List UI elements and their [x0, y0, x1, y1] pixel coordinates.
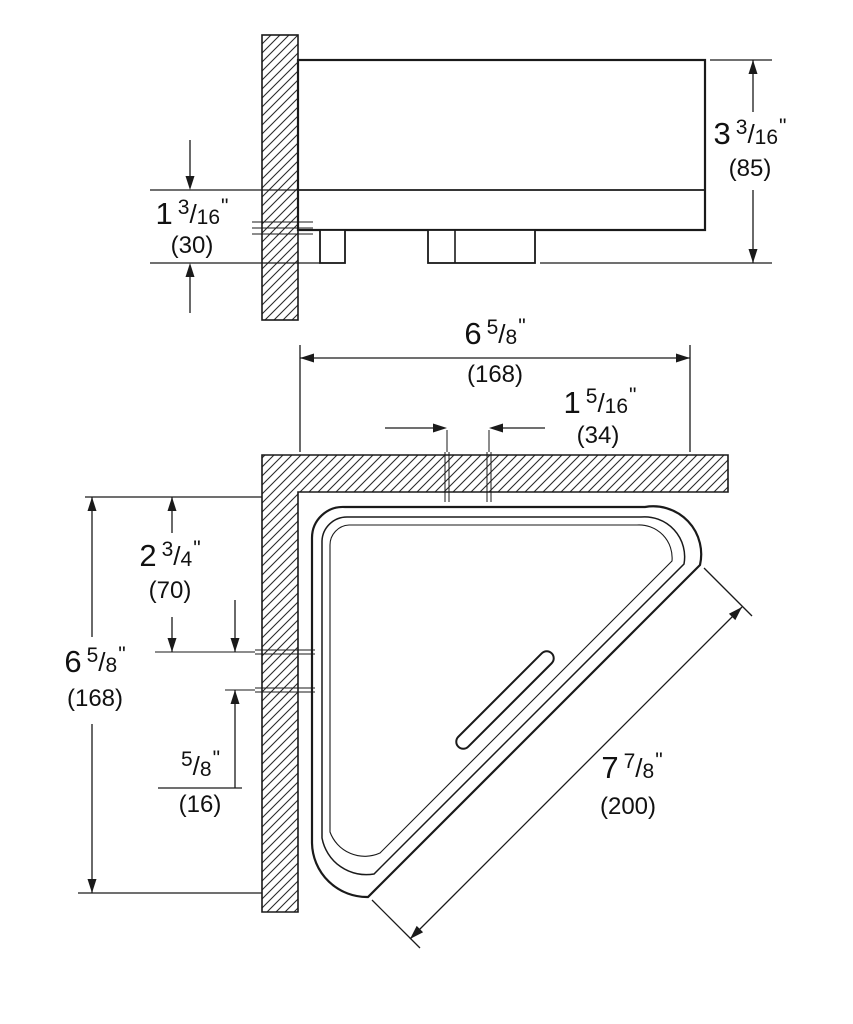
dim-depth: [78, 497, 262, 894]
arrow-down-icon: [167, 638, 177, 652]
dim-whole: 1: [563, 385, 581, 420]
dim-denominator: 8: [505, 326, 518, 349]
arrow-down-icon: [185, 176, 195, 190]
arrow-up-right-icon: [728, 607, 742, 621]
label-bracket-mm: (16): [178, 791, 222, 818]
label-depth-mm: (168): [66, 685, 124, 712]
mount-foot-right: [427, 229, 536, 264]
fraction-slash: /: [98, 647, 106, 677]
dim-whole: 2: [139, 538, 157, 573]
side-view: [252, 34, 707, 321]
wall-section-side: [261, 34, 299, 321]
inch-mark: ": [518, 315, 526, 338]
dim-numerator: 5: [585, 385, 598, 408]
fraction-slash: /: [747, 119, 755, 149]
dim-numerator: 3: [735, 116, 748, 139]
dim-numerator: 7: [623, 750, 636, 773]
dim-whole: 6: [64, 644, 82, 679]
dim-denominator: 8: [105, 654, 118, 677]
arrow-up-icon: [185, 263, 195, 277]
screw-marks-top-wall: [444, 430, 492, 502]
dim-numerator: 5: [86, 644, 99, 667]
dim-side-height: [540, 59, 772, 264]
label-diagonal-mm: (200): [599, 793, 657, 820]
arrow-down-icon: [230, 638, 240, 652]
plan-view: [150, 430, 729, 913]
dim-denominator: 16: [196, 206, 221, 229]
dim-numerator: 5: [486, 316, 499, 339]
label-top-offset-mm: (70): [148, 577, 192, 604]
inch-mark: ": [779, 115, 787, 138]
dim-whole: 6: [464, 316, 482, 351]
dim-numerator: 3: [177, 196, 190, 219]
dim-whole: 1: [155, 196, 173, 231]
arrow-up-icon: [748, 60, 758, 74]
dim-diagonal: [371, 567, 753, 949]
inch-mark: ": [193, 537, 201, 560]
arrow-down-icon: [748, 249, 758, 263]
fraction-slash: /: [498, 319, 506, 349]
arrow-up-icon: [87, 497, 97, 511]
dim-denominator: 16: [754, 126, 779, 149]
inch-mark: ": [629, 384, 637, 407]
dim-top-offset: [85, 496, 262, 652]
dim-side-offset: [150, 140, 320, 313]
fraction-slash: /: [192, 751, 200, 781]
dim-denominator: 4: [180, 548, 193, 571]
dim-whole: 7: [601, 750, 619, 785]
inch-mark: ": [655, 749, 663, 772]
product-body-side: [296, 58, 707, 232]
arrow-left-icon: [489, 423, 503, 433]
basket-outline-inner: [329, 524, 673, 857]
dim-hole-spacing: [385, 423, 545, 433]
inch-mark: ": [221, 195, 229, 218]
dim-numerator: 3: [161, 538, 174, 561]
arrow-right-icon: [676, 353, 690, 363]
fraction-slash: /: [173, 541, 181, 571]
inch-mark: ": [118, 643, 126, 666]
label-hole-spacing-mm: (34): [576, 422, 620, 449]
wall-section-plan: [261, 454, 729, 913]
arrow-down-icon: [87, 879, 97, 893]
label-side-offset-mm: (30): [170, 232, 214, 259]
arrow-right-icon: [433, 423, 447, 433]
arrow-down-left-icon: [410, 925, 424, 939]
dim-numerator: 5: [180, 748, 193, 771]
arrow-up-icon: [167, 497, 177, 511]
dim-whole: 3: [713, 116, 731, 151]
arrow-left-icon: [300, 353, 314, 363]
screw-marks-side: [252, 221, 313, 235]
label-plan-width-mm: (168): [466, 361, 524, 388]
dim-denominator: 16: [604, 395, 629, 418]
basket-outline-middle: [321, 516, 686, 876]
dim-bracket: [158, 600, 242, 789]
dim-denominator: 8: [199, 758, 212, 781]
fraction-slash: /: [597, 388, 605, 418]
fraction-slash: /: [635, 753, 643, 783]
fraction-slash: /: [189, 199, 197, 229]
inch-mark: ": [212, 747, 221, 770]
arrow-up-icon: [230, 690, 240, 704]
dim-plan-width: [299, 345, 691, 452]
drain-slot: [455, 650, 555, 750]
dim-denominator: 8: [642, 760, 655, 783]
label-side-height-mm: (85): [728, 155, 772, 182]
screw-marks-left-wall: [150, 649, 315, 693]
label-bracket-inches: 5/8": [148, 747, 248, 783]
mount-foot-left: [319, 229, 346, 264]
